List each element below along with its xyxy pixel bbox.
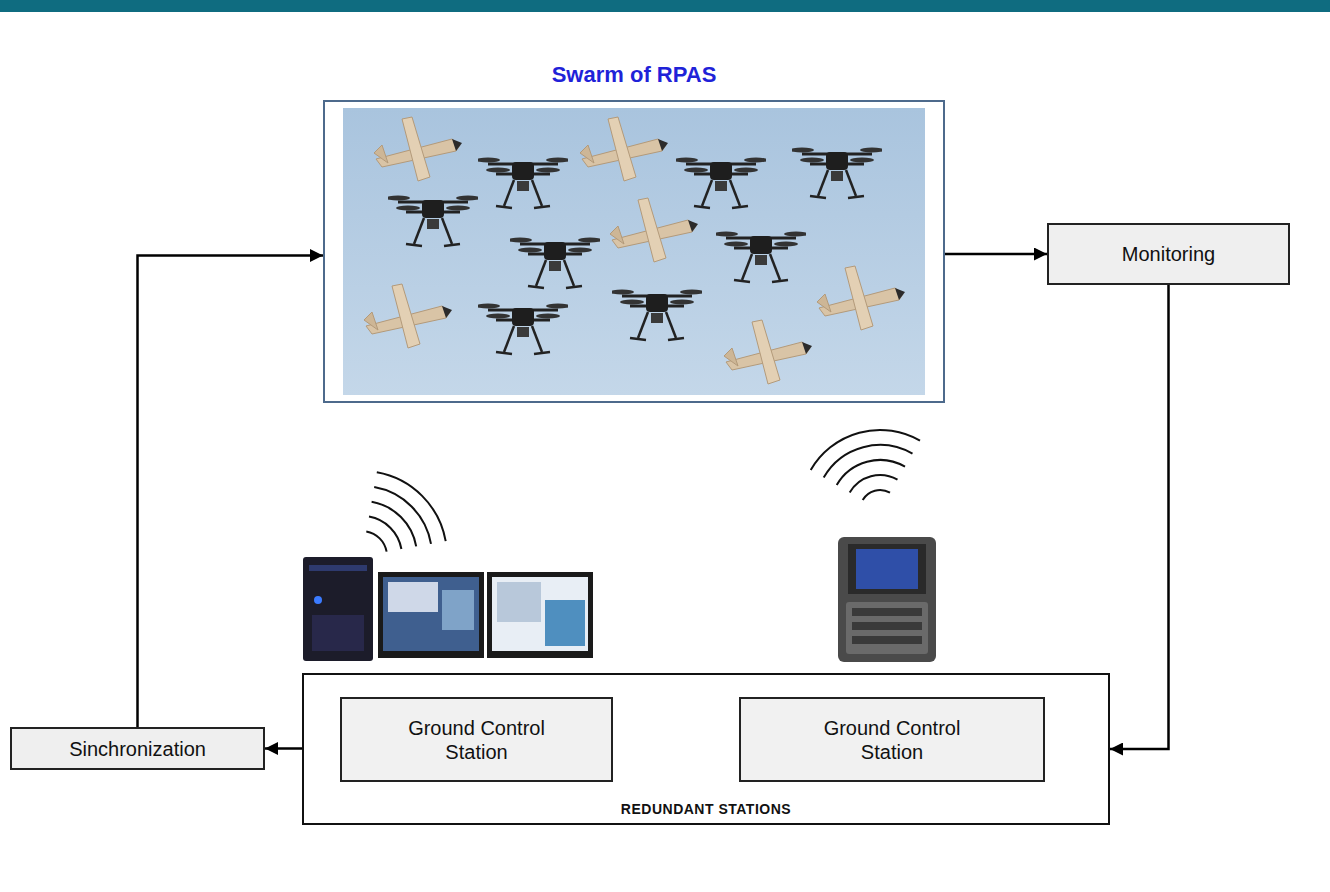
- box-label: Ground Control Station: [807, 716, 977, 764]
- swarm-panel: Swarm of RPAS: [323, 100, 945, 403]
- flow-arrow: [265, 747, 302, 750]
- top-bar: [0, 0, 1330, 12]
- station-box: Ground Control Station: [340, 697, 613, 782]
- group-label: REDUNDANT STATIONS: [304, 801, 1108, 817]
- box-label: Ground Control Station: [392, 716, 562, 764]
- flow-arrow: [1110, 285, 1169, 749]
- flow-arrow: [138, 256, 324, 728]
- process-box: Monitoring: [1047, 223, 1290, 285]
- flow-arrow: [945, 253, 1047, 256]
- process-box: Sinchronization: [10, 727, 265, 770]
- station-box: Ground Control Station: [739, 697, 1045, 782]
- box-label: Sinchronization: [69, 737, 206, 761]
- panel-title: Swarm of RPAS: [325, 62, 943, 88]
- portable-ground-terminal: [838, 537, 936, 662]
- desktop-computer: [303, 557, 593, 661]
- box-label: Monitoring: [1122, 242, 1215, 266]
- sky-photo: [343, 108, 925, 395]
- group-box: REDUNDANT STATIONS Ground Control Station…: [302, 673, 1110, 825]
- drone-swarm: [364, 117, 905, 384]
- radio-waves: [366, 430, 920, 552]
